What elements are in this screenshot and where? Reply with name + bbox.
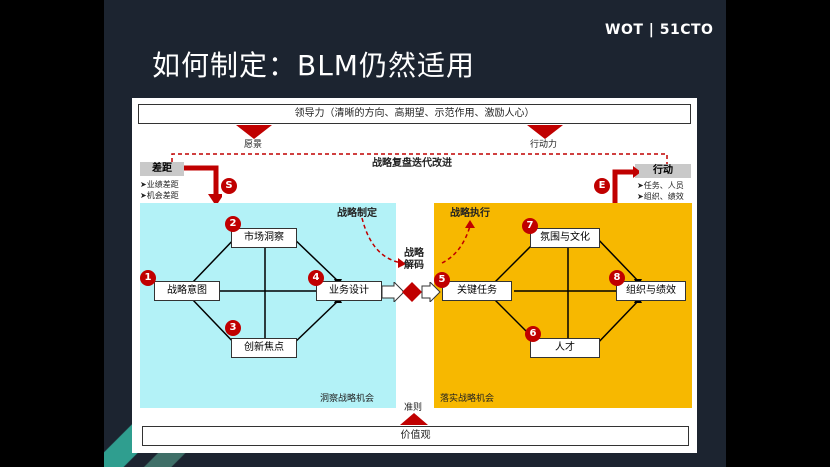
action-box: 行动	[635, 164, 691, 178]
criteria-label: 准则	[404, 403, 423, 413]
gap-box: 差距	[140, 162, 184, 176]
badge-8: 8	[609, 270, 625, 286]
badge-2: 2	[225, 216, 241, 232]
action-arrow-icon	[527, 125, 563, 139]
badge-5: 5	[434, 272, 450, 288]
gap-item-2: ➤机会差距	[140, 191, 179, 200]
node-climate-culture: 氛围与文化	[530, 228, 600, 248]
gap-item-1: ➤业绩差距	[140, 180, 179, 189]
badge-4: 4	[308, 270, 324, 286]
leadership-bar: 领导力（清晰的方向、高期望、示范作用、激励人心）	[138, 104, 691, 124]
center-connector	[382, 282, 441, 302]
decode-text: 战略 解码	[404, 248, 424, 271]
e-red-arrow-icon	[612, 166, 639, 204]
blm-diagram: 领导力（清晰的方向、高期望、示范作用、激励人心） 愿景 行动力 战略复盘迭代改进…	[132, 98, 697, 453]
node-key-tasks: 关键任务	[442, 281, 512, 301]
node-strategic-intent: 战略意图	[154, 281, 220, 301]
execution-caption: 落实战略机会	[440, 394, 495, 404]
action-item-1: ➤任务、人员	[637, 181, 684, 190]
strategy-formulation-label: 战略制定	[337, 208, 377, 219]
badge-6: 6	[525, 326, 541, 342]
node-org-performance: 组织与绩效	[616, 281, 686, 301]
strategy-execution-label: 战略执行	[450, 208, 490, 219]
decode-dashed-arrows	[361, 217, 475, 268]
node-market-insight: 市场洞察	[231, 228, 297, 248]
badge-e: E	[594, 178, 610, 194]
badge-7: 7	[522, 218, 538, 234]
node-innovation-focus: 创新焦点	[231, 338, 297, 358]
badge-3: 3	[225, 320, 241, 336]
action-item-2: ➤组织、绩效	[637, 192, 684, 201]
action-force-label: 行动力	[530, 140, 558, 150]
values-bar: 价值观	[142, 426, 689, 446]
brand-logo: WOT | 51CTO	[605, 22, 714, 38]
badge-1: 1	[140, 270, 156, 286]
criteria-arrow-icon	[400, 413, 428, 425]
slide-title: 如何制定：BLM仍然适用	[152, 49, 475, 82]
badge-s: S	[221, 178, 237, 194]
vision-arrow-icon	[236, 125, 272, 139]
iterate-label: 战略复盘迭代改进	[372, 158, 452, 169]
decode-label: 战略 解码	[401, 248, 427, 272]
node-business-design: 业务设计	[316, 281, 382, 301]
node-talent: 人才	[530, 338, 600, 358]
vision-label: 愿景	[244, 140, 263, 150]
s-red-arrow-icon	[184, 165, 222, 206]
insight-caption: 洞察战略机会	[320, 394, 375, 404]
